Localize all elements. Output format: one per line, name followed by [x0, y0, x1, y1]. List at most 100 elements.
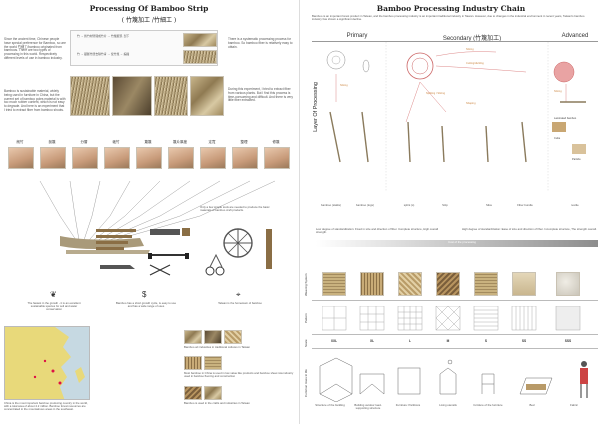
bullet-photo — [184, 330, 202, 344]
icon-text: Bamboo has a short growth cycle, is easy… — [116, 301, 177, 309]
row-label: Common Uses In life — [304, 369, 308, 397]
step-label: 削竹 — [16, 140, 24, 144]
row-label: Pattern — [304, 313, 308, 323]
step-label: 篾片厚度 — [173, 140, 187, 144]
use-label: Living utensils — [439, 403, 457, 407]
column-header-advanced: Advanced — [561, 33, 589, 39]
bullet-photo — [224, 330, 242, 344]
annotation-text: Cutting/dividing — [466, 61, 484, 65]
step-label: 篾篾 — [144, 140, 152, 144]
flow-row-1: 竹 → 將竹材劈開成竹片 → 竹篾斷頭, 剖下 — [77, 34, 130, 38]
annotation-text: Slicing — [554, 89, 562, 93]
annotation-text: Slicing — [466, 47, 474, 51]
right-intro: Bamboo is an important forest product in… — [312, 14, 585, 22]
step-photo — [264, 147, 290, 169]
weave-sample — [556, 272, 580, 296]
left-intro: Since the ancient time, Chinese people h… — [4, 37, 66, 60]
use-label: Fabric — [570, 403, 578, 407]
annotation-text: Slicing — [340, 83, 348, 87]
icon-row: ❦ The fastest in the growth - it is an e… — [4, 290, 294, 320]
row-label: Scale — [304, 339, 308, 347]
left-panel: Processing Of Bamboo Strip ( 竹篾加工 /竹細工 )… — [0, 0, 298, 424]
bullet-photo — [204, 356, 222, 370]
step-photo — [200, 147, 226, 169]
bullet-photo — [204, 330, 222, 344]
flow-diagram: 竹 → 將竹材劈開成竹片 → 竹篾斷頭, 剖下 竹 → 鋸斷竹節去除竹青 → 使… — [70, 30, 218, 66]
step-label: 修篾 — [272, 140, 280, 144]
end-label: Cube — [554, 136, 561, 140]
step-label: 分層 — [80, 140, 88, 144]
step-photo — [136, 147, 162, 169]
step-label: 定寬 — [208, 140, 216, 144]
bullet-text: Most bamboo in China is used in low valu… — [184, 371, 294, 379]
use-label: Building outdoor load-supporting structu… — [354, 403, 382, 411]
step-label: 破竹 — [112, 140, 120, 144]
weave-sample — [512, 272, 536, 296]
side-note-1: There is a systematic processing process… — [228, 37, 293, 49]
map-caption: China is the most important bamboo produ… — [4, 401, 88, 412]
right-panel: Bamboo Processing Industry Chain Bamboo … — [302, 0, 600, 424]
leaf-icon: ❦ — [50, 290, 57, 299]
flow-row-2: 竹 → 鋸斷竹節去除竹青 → 使竹篾 → 編織 — [77, 52, 130, 56]
annotation-text: Splitting / Slicing — [426, 91, 446, 95]
use-label: Structure of the building — [315, 403, 345, 407]
mid-text: Bamboo is sustainable material, widely b… — [4, 89, 66, 112]
tools-note: Only a few simple tools are needed to pr… — [200, 205, 270, 213]
scale-label: XL — [369, 339, 375, 343]
weave-sample — [322, 272, 346, 296]
column-header-secondary: Secondary (竹篾加工) — [442, 36, 502, 42]
step-label: 整理 — [240, 140, 248, 144]
uses-illustrations — [319, 357, 588, 402]
row-label: Weaving System — [304, 273, 308, 297]
product-label: bamboo (stalks) — [321, 203, 341, 207]
flow-photo-1 — [183, 33, 217, 47]
weave-sample — [474, 272, 498, 296]
icon-text: Taiwan is the hometown of bamboo — [218, 301, 262, 305]
tools-illustration — [96, 228, 272, 276]
right-title: Bamboo Processing Industry Chain — [376, 4, 526, 13]
center-divider — [299, 0, 300, 424]
left-title: Processing Of Bamboo Strip — [89, 4, 209, 13]
product-label: textile — [571, 203, 579, 207]
scale-label: M — [446, 339, 450, 343]
side-note-2: During this experiment, I tried to extra… — [228, 87, 293, 103]
annotation-text: Shaping — [466, 101, 476, 105]
product-label: splint (s) — [403, 203, 415, 207]
pattern-row — [322, 306, 581, 331]
bullet-photo — [184, 386, 202, 400]
scale-label: SS — [521, 339, 527, 343]
step-photo — [40, 147, 66, 169]
step-photo — [8, 147, 34, 169]
step-photo — [72, 147, 98, 169]
weave-sample — [436, 272, 460, 296]
icon-text: The fastest in the growth - it is an exc… — [27, 301, 81, 312]
cost-bar-label: Cost of the processing — [448, 240, 476, 244]
scale-label: SSS — [564, 339, 572, 343]
bullet-photo — [204, 386, 222, 400]
pin-icon: ⌖ — [236, 290, 241, 299]
product-label: Strip — [442, 203, 448, 207]
china-map — [4, 326, 90, 400]
use-label: furniture of the furniture — [473, 403, 503, 407]
use-label: Furniture: Partitions — [395, 403, 421, 407]
fiber-photo-3 — [154, 76, 188, 116]
fiber-photo-4 — [190, 76, 224, 116]
processing-diagram: Slicing Cutting/dividing Slicing Splitti… — [326, 42, 586, 192]
left-subtitle: ( 竹篾加工 /竹細工 ) — [121, 17, 177, 24]
product-row: bamboo (stalks) bamboo (logs) splint (s)… — [316, 194, 598, 212]
end-label: Particle — [572, 157, 581, 161]
step-photo — [232, 147, 258, 169]
use-label: Bed — [529, 403, 535, 407]
low-standardization-note: Low degree of standardization: Fixed in … — [316, 227, 439, 235]
step-photo — [104, 147, 130, 169]
bullet-photo — [184, 356, 202, 370]
scale-label: L — [409, 339, 411, 343]
high-standardization-note: High degree of standardization: Ease of … — [462, 227, 597, 231]
steps-row: 削竹 剖篾 分層 破竹 篾篾 篾片厚度 定寬 整理 修篾 — [4, 140, 294, 176]
product-label: Fiber bundle — [517, 203, 533, 207]
fiber-photo-2 — [112, 76, 152, 116]
fiber-photo-1 — [70, 76, 110, 116]
bullet-text: Bamboo is used in the crafts and industr… — [184, 401, 250, 405]
header-rule — [312, 41, 598, 42]
product-label: Slice — [485, 203, 493, 207]
